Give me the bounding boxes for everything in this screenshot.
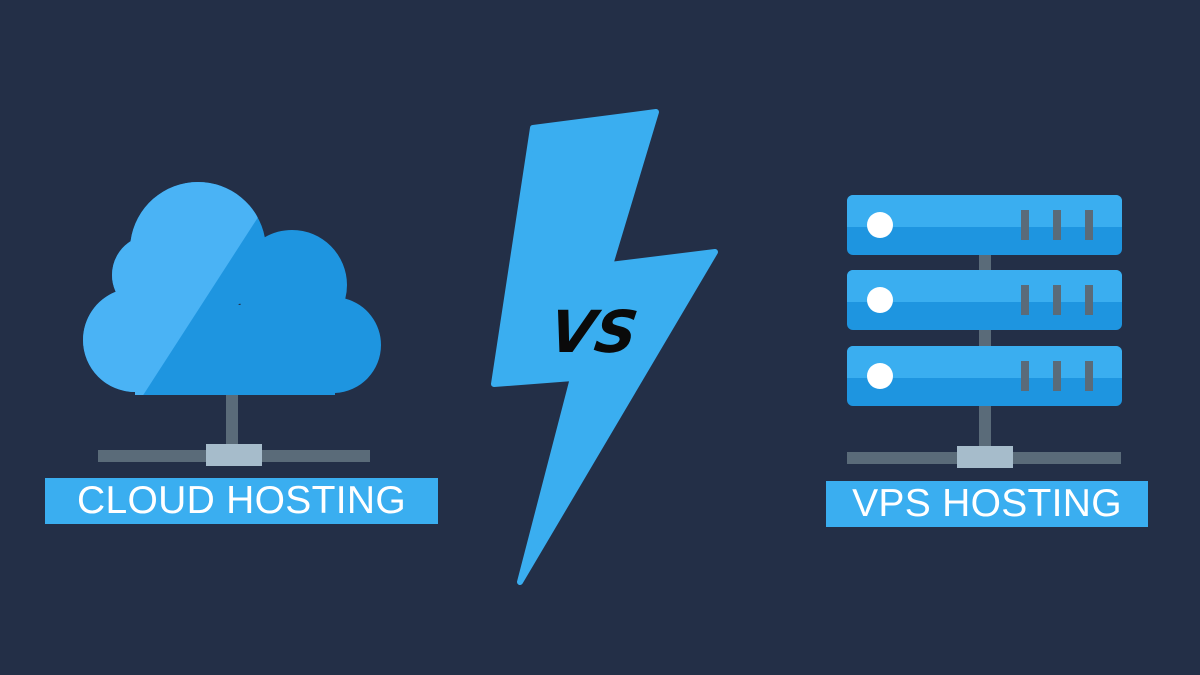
server-rack-icon	[847, 195, 1122, 468]
cloud-hosting-label: CLOUD HOSTING	[45, 478, 438, 524]
lightning-bolt-icon	[491, 109, 718, 585]
cloud-network-icon	[83, 182, 381, 466]
server-unit	[847, 346, 1122, 406]
vs-text: VS	[546, 298, 642, 366]
server-unit	[847, 270, 1122, 330]
server-unit	[847, 195, 1122, 255]
vps-hosting-label: VPS HOSTING	[826, 481, 1148, 527]
